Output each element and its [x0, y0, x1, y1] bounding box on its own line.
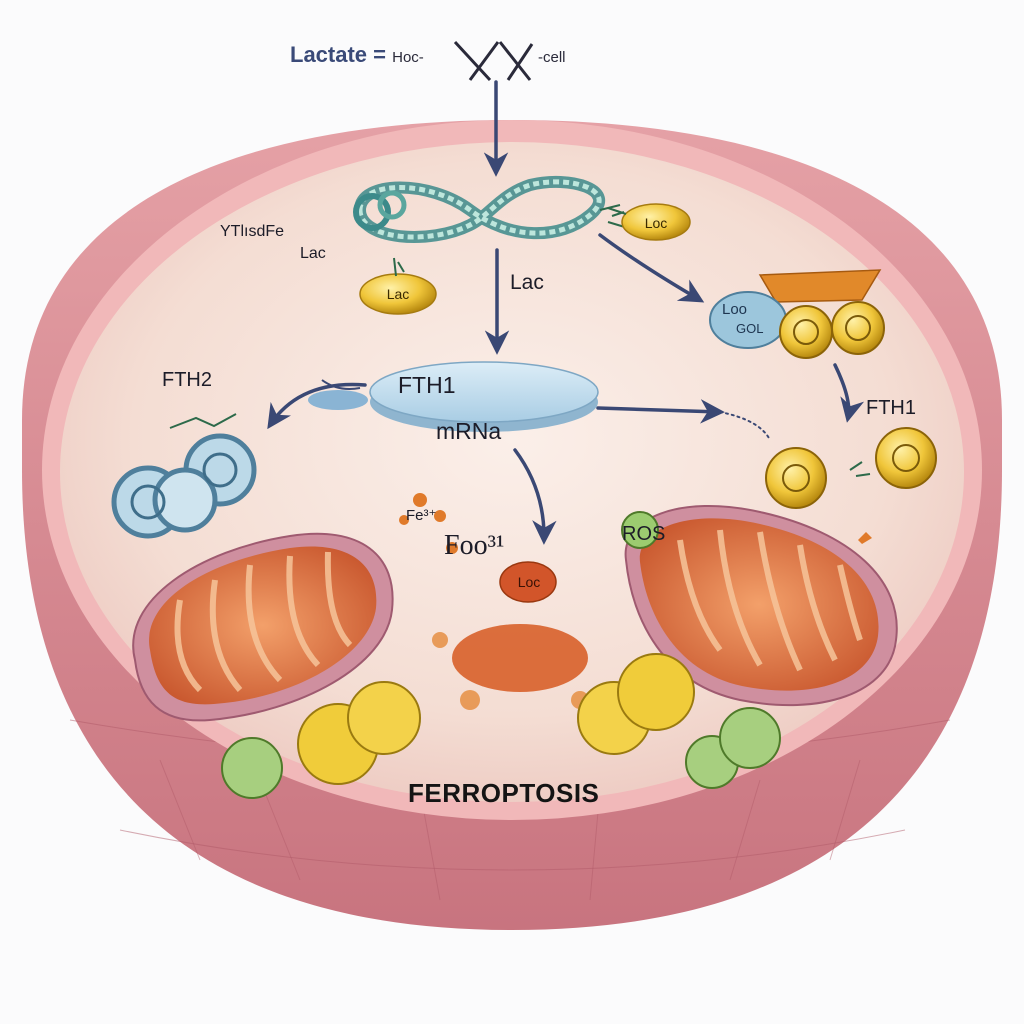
arrow-to-fth1-right [596, 399, 725, 424]
label-lac-mid: Lac [510, 271, 544, 294]
label-ythdf: YTlısdFe [220, 223, 285, 240]
header-cell: -cell [538, 49, 566, 66]
pill-gol-blue-text: GOL [736, 321, 764, 336]
label-lac-side: Lac [300, 245, 326, 262]
arrow-down-right [833, 363, 865, 423]
pill-loc-blue-text: Loo [722, 301, 748, 318]
arrow-to-loc-complex [598, 233, 705, 303]
label-fth2: FTH2 [162, 369, 212, 391]
pill-lac-left-text: Lac [386, 286, 410, 302]
pill-loc-right-text: Loc [644, 215, 668, 231]
header-lactate: Lactate = Hoc- [290, 42, 424, 67]
arrow-to-foci [513, 448, 557, 545]
mitochondrion-right [624, 504, 898, 707]
label-ferroptosis: FERROPTOSIS [408, 778, 600, 808]
lactate-pill-right [607, 203, 691, 241]
loc-complex [709, 269, 885, 359]
lactate-pill-left [359, 257, 437, 315]
label-mrna: mRNa [436, 418, 502, 444]
fth1-ferritin-right [765, 427, 937, 544]
label-fe-ion: Fe³⁺ [406, 507, 437, 524]
arrow-to-fth2 [267, 382, 367, 430]
pill-orange-text: Loc [517, 574, 541, 590]
label-ros: ROS [622, 523, 666, 545]
ythdf-cross-glyph [453, 40, 534, 82]
mitochondrion-left [132, 532, 394, 722]
fth1-mrna-disc [308, 361, 599, 432]
iron-foci-cluster [399, 493, 589, 710]
label-fth1-right: FTH1 [866, 397, 916, 419]
fth2-ferritin-cluster [111, 413, 257, 539]
lipid-vesicles [221, 511, 781, 799]
ythdf-chain [353, 175, 629, 243]
pathway-arrows [267, 80, 865, 545]
label-fth1-mrna-title: FTH1 [398, 372, 456, 398]
label-fe-ion-2: Foo³¹ [444, 530, 505, 561]
